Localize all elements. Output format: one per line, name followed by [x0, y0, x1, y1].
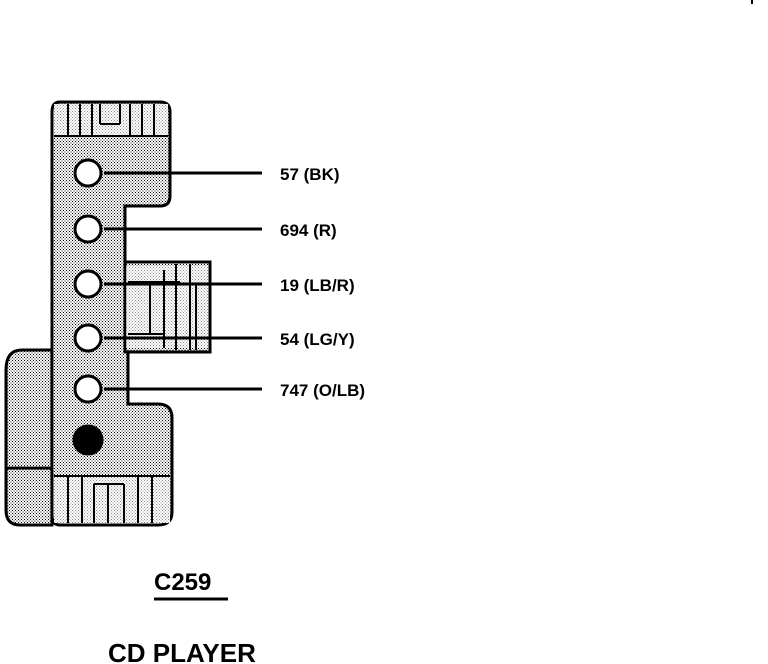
pin-cavity-5	[73, 374, 103, 404]
pin-cavity-4	[73, 323, 103, 353]
component-name: CD PLAYER	[108, 638, 256, 664]
wire-lines	[104, 171, 262, 391]
wire-label-pin-3: 19 (LB/R)	[280, 276, 355, 295]
latch-detail	[126, 264, 210, 350]
bottom-rib-band	[54, 475, 170, 523]
wire-label-pin-1: 57 (BK)	[280, 165, 340, 184]
pin-cavity-2	[73, 214, 103, 244]
corner-mark	[751, 0, 753, 4]
connector-main-body	[50, 100, 174, 527]
wire-label-pin-5: 747 (O/LB)	[280, 381, 365, 400]
top-rib-band	[54, 104, 168, 137]
pin-cavity-3	[73, 269, 103, 299]
wire-label-pin-2: 694 (R)	[280, 221, 337, 240]
connector-body	[4, 100, 212, 527]
pin-cavity-6	[72, 424, 104, 456]
connector-lower-block-base	[4, 466, 54, 527]
pin-cavities	[72, 158, 104, 456]
connector-lower-block	[4, 348, 54, 472]
wire-label-pin-4: 54 (LG/Y)	[280, 330, 355, 349]
wire-labels: 57 (BK) 694 (R) 19 (LB/R) 54 (LG/Y) 747 …	[280, 165, 365, 400]
pin-cavity-1	[73, 158, 103, 188]
connector-id: C259	[154, 569, 211, 596]
